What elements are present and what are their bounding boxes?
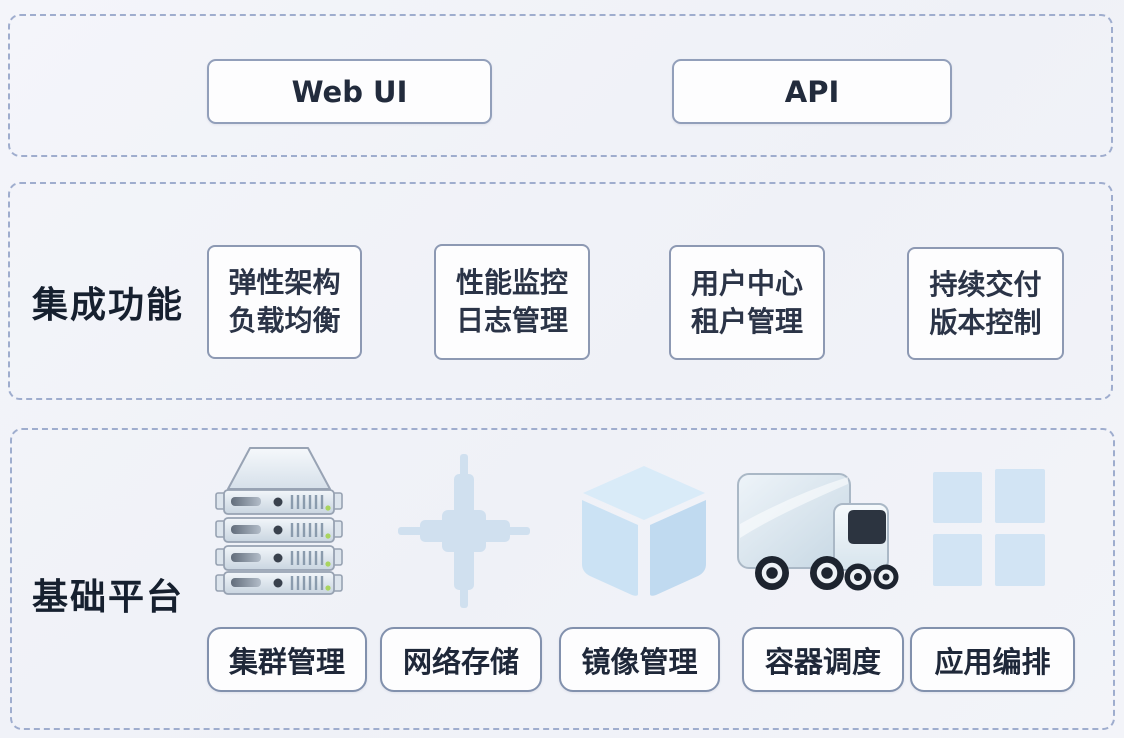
integration-layer-title: 集成功能	[32, 285, 185, 326]
web-ui-box: Web UI	[207, 59, 492, 124]
feature-line: 用户中心	[690, 266, 803, 300]
api-label: API	[784, 74, 840, 109]
feature-line: 租户管理	[690, 304, 803, 338]
access-layer: Web UI API	[8, 14, 1113, 157]
server-rack-icon	[212, 445, 346, 599]
container-scheduling-box: 容器调度	[742, 627, 904, 692]
image-management-label: 镜像管理	[581, 644, 698, 679]
app-orchestration-box: 应用编排	[910, 627, 1075, 692]
cluster-management-label: 集群管理	[228, 644, 345, 679]
feature-box-delivery: 持续交付 版本控制	[907, 247, 1064, 360]
feature-line: 日志管理	[455, 304, 568, 337]
web-ui-label: Web UI	[291, 74, 408, 109]
api-box: API	[672, 59, 952, 124]
feature-line: 持续交付	[929, 267, 1042, 301]
truck-icon	[734, 468, 904, 604]
network-storage-box: 网络存储	[380, 627, 542, 692]
integration-layer: 集成功能 弹性架构 负载均衡 性能监控 日志管理 用户中心 租户管理 持续交付 …	[8, 182, 1113, 400]
network-cross-icon	[394, 452, 534, 614]
container-scheduling-label: 容器调度	[764, 644, 881, 679]
platform-layer: 基础平台	[10, 428, 1115, 730]
cluster-management-box: 集群管理	[207, 627, 367, 692]
platform-layer-title: 基础平台	[32, 577, 185, 618]
feature-box-usercenter: 用户中心 租户管理	[669, 245, 825, 360]
app-orchestration-label: 应用编排	[934, 644, 1051, 679]
cube-icon	[574, 460, 714, 604]
image-management-box: 镜像管理	[559, 627, 720, 692]
feature-line: 性能监控	[455, 266, 568, 300]
grid-icon	[932, 464, 1046, 594]
feature-box-monitoring: 性能监控 日志管理	[434, 244, 590, 360]
feature-line: 负载均衡	[228, 304, 341, 337]
feature-line: 弹性架构	[228, 266, 341, 300]
feature-box-elastic: 弹性架构 负载均衡	[207, 245, 362, 359]
feature-line: 版本控制	[929, 305, 1042, 339]
network-storage-label: 网络存储	[402, 644, 519, 679]
